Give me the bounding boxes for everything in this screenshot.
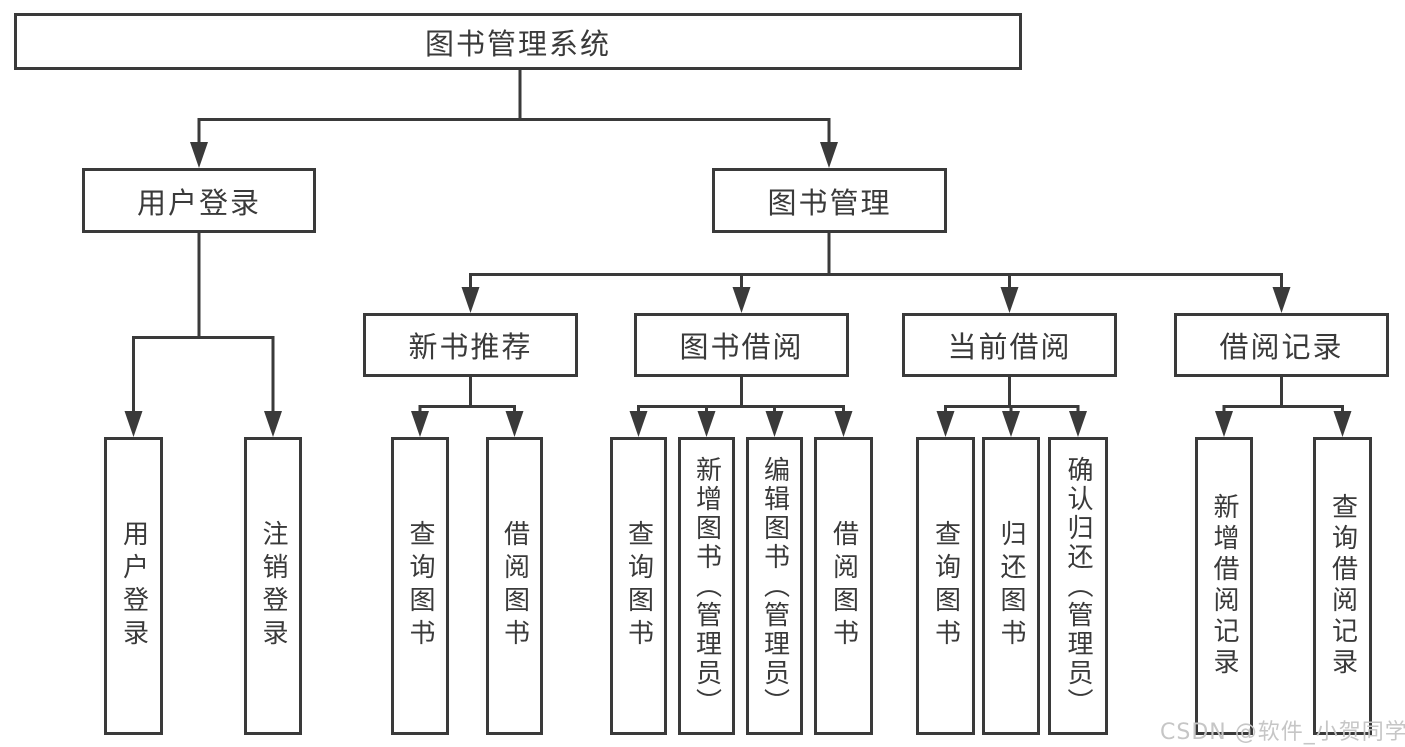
leaf-label: 查询借阅记录 bbox=[1327, 493, 1358, 679]
leaf-borrow-books-borrow: 借阅图书 bbox=[814, 437, 873, 735]
connector-userlogin-to-leaves bbox=[124, 233, 282, 437]
node-book-management: 图书管理 bbox=[712, 168, 947, 233]
node-user-login: 用户登录 bbox=[82, 168, 316, 233]
connector-root-to-level2 bbox=[190, 70, 838, 168]
leaf-query-books-current: 查询图书 bbox=[916, 437, 975, 735]
leaf-edit-book-admin: 编辑图书（管理员） bbox=[746, 437, 803, 735]
leaf-confirm-return-admin: 确认归还（管理员） bbox=[1048, 437, 1108, 735]
leaf-label: 查询图书 bbox=[930, 520, 961, 652]
connector-bookmgmt-to-level3 bbox=[461, 233, 1291, 313]
leaf-logout: 注销登录 bbox=[244, 437, 302, 735]
connector-borrow-to-leaves bbox=[629, 377, 853, 437]
leaf-label: 确认归还（管理员） bbox=[1063, 455, 1093, 717]
leaf-query-books-borrow: 查询图书 bbox=[610, 437, 667, 735]
node-new-book-recommend: 新书推荐 bbox=[363, 313, 578, 377]
connector-newrec-to-leaves bbox=[411, 377, 524, 437]
node-label: 当前借阅 bbox=[947, 330, 1072, 364]
node-label: 图书借阅 bbox=[679, 330, 804, 364]
leaf-user-login: 用户登录 bbox=[104, 437, 163, 735]
leaf-add-borrow-record: 新增借阅记录 bbox=[1195, 437, 1253, 735]
node-label: 图书管理 bbox=[767, 185, 892, 220]
node-book-borrowing: 图书借阅 bbox=[634, 313, 849, 377]
leaf-query-borrow-record: 查询借阅记录 bbox=[1313, 437, 1372, 735]
connector-current-to-leaves bbox=[936, 377, 1087, 437]
node-label: 用户登录 bbox=[136, 185, 261, 220]
connector-records-to-leaves bbox=[1215, 377, 1352, 437]
leaf-borrow-books-newrec: 借阅图书 bbox=[486, 437, 543, 735]
leaf-label: 新增图书（管理员） bbox=[691, 455, 722, 717]
leaf-add-book-admin: 新增图书（管理员） bbox=[678, 437, 735, 735]
leaf-label: 用户登录 bbox=[118, 520, 149, 652]
leaf-return-book: 归还图书 bbox=[982, 437, 1040, 735]
leaf-query-books-newrec: 查询图书 bbox=[391, 437, 449, 735]
node-label: 图书管理系统 bbox=[424, 26, 611, 61]
leaf-label: 注销登录 bbox=[258, 520, 288, 652]
node-library-system: 图书管理系统 bbox=[14, 13, 1022, 70]
leaf-label: 查询图书 bbox=[623, 520, 654, 652]
csdn-watermark: CSDN @软件_小贺同学 bbox=[1160, 720, 1405, 745]
node-label: 新书推荐 bbox=[408, 330, 533, 364]
leaf-label: 归还图书 bbox=[996, 520, 1026, 652]
node-label: 借阅记录 bbox=[1219, 330, 1344, 364]
leaf-label: 编辑图书（管理员） bbox=[759, 455, 790, 717]
leaf-label: 借阅图书 bbox=[499, 520, 530, 652]
node-current-borrowing: 当前借阅 bbox=[902, 313, 1117, 377]
leaf-label: 新增借阅记录 bbox=[1209, 493, 1239, 679]
leaf-label: 借阅图书 bbox=[828, 520, 859, 652]
node-borrowing-records: 借阅记录 bbox=[1174, 313, 1389, 377]
leaf-label: 查询图书 bbox=[405, 520, 435, 652]
